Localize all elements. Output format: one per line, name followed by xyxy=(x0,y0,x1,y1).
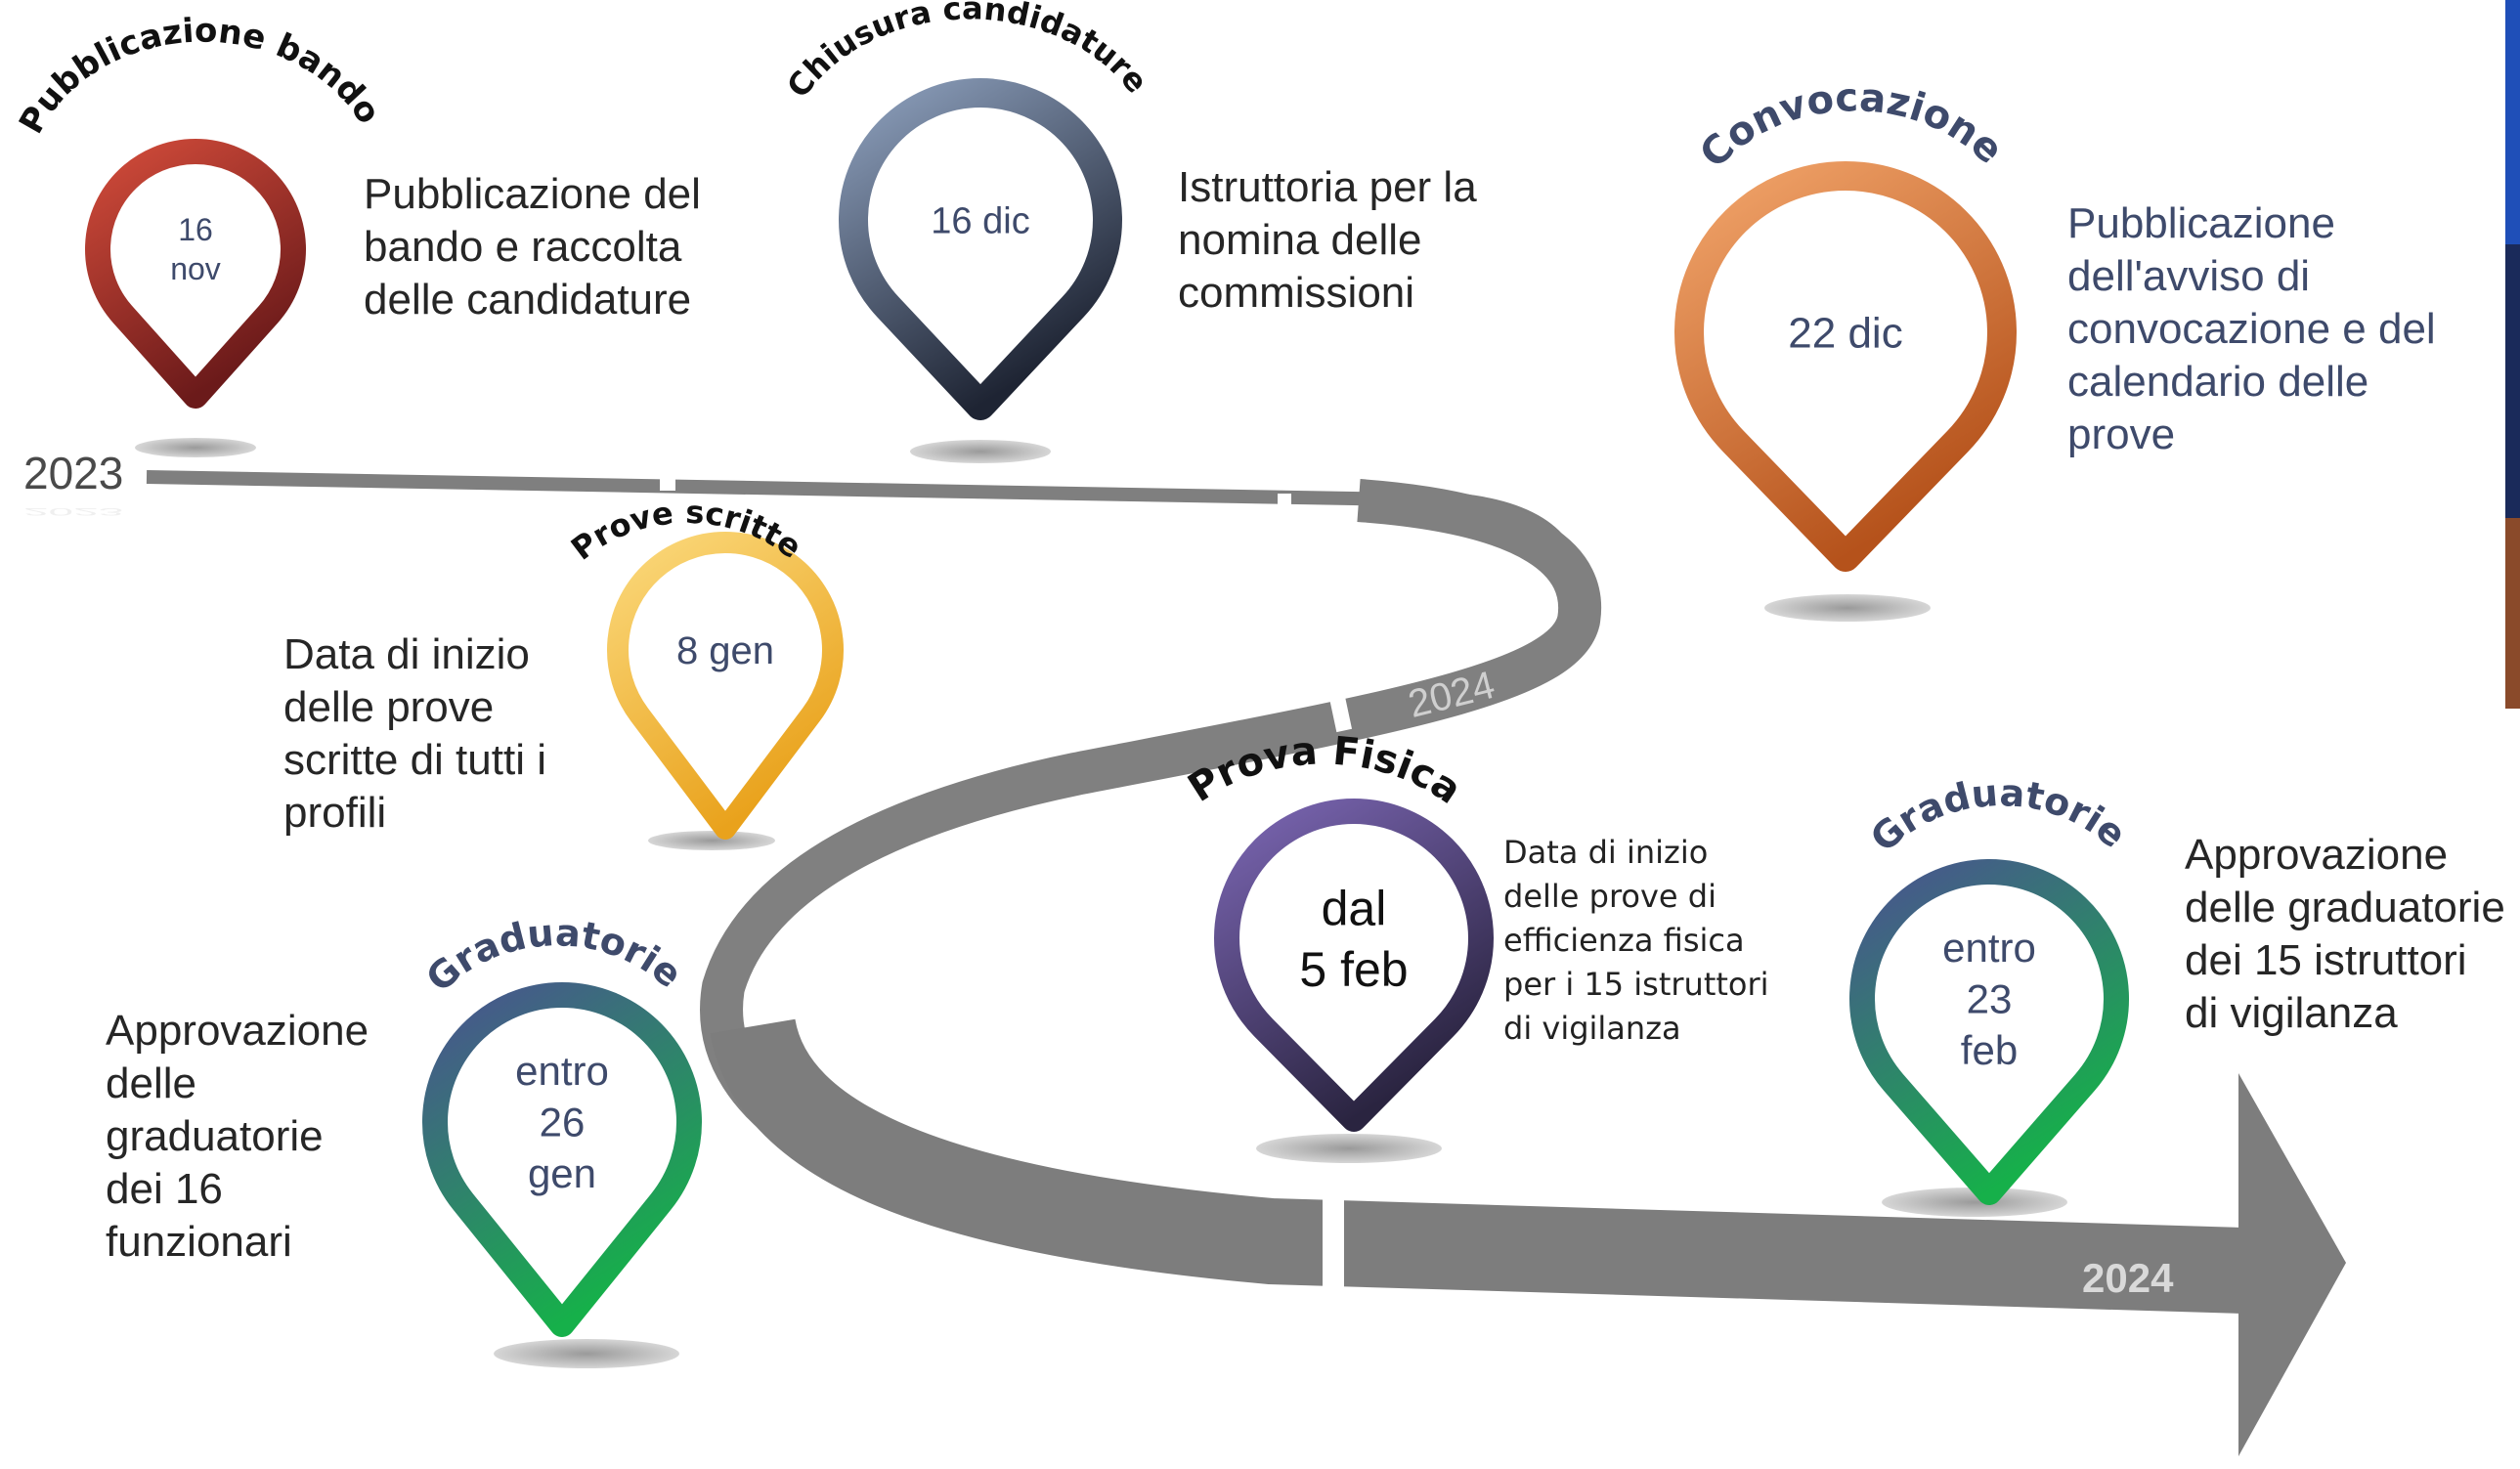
pin-shadow xyxy=(910,440,1051,463)
pin-shadow xyxy=(1882,1188,2067,1217)
pin-marker xyxy=(1674,161,2017,572)
pin-marker xyxy=(1849,859,2129,1205)
pin-marker xyxy=(1214,799,1494,1132)
pin-date: 16 dic xyxy=(931,200,1029,241)
pin-marker xyxy=(839,78,1122,420)
road-wide xyxy=(710,1016,2245,1314)
pin-marker xyxy=(422,982,702,1337)
year-label-end: 2024 xyxy=(2082,1255,2174,1301)
road-gap xyxy=(1278,494,1291,517)
pin-shadow xyxy=(494,1339,679,1368)
year-label-mid: 2024 xyxy=(1404,664,1499,726)
road-gap xyxy=(1325,680,1353,733)
pin-shadow xyxy=(135,438,256,457)
pin-date: 22 dic xyxy=(1788,309,1902,357)
pin-marker xyxy=(607,532,844,840)
arrow-neck xyxy=(2234,1231,2253,1305)
description-graduatorie-funzionari: Approvazione delle graduatorie dei 16 fu… xyxy=(106,1007,369,1266)
pin-shadow xyxy=(1764,594,1931,622)
pin-title: Graduatorie xyxy=(1862,771,2135,860)
description-prova-fisica: Data di inizio delle prove di efficienza… xyxy=(1503,834,1769,1047)
photo-fragment xyxy=(2505,0,2520,709)
description-pubblicazione: Pubblicazione del bando e raccolta delle… xyxy=(364,170,701,324)
road-gap xyxy=(660,469,675,491)
pin-title: Pubblicazione bando xyxy=(12,12,388,141)
timeline-road: 2023 2023 2024 2024 xyxy=(23,448,2346,1456)
pin-shadow xyxy=(1256,1134,1442,1163)
pin-shadow xyxy=(648,831,775,850)
description-chiusura: Istruttoria per la nomina delle commissi… xyxy=(1178,163,1477,317)
description-prove-scritte: Data di inizio delle prove scritte di tu… xyxy=(283,630,546,837)
year-label-start-reflection: 2023 xyxy=(23,505,123,518)
description-graduatorie-istruttori: Approvazione delle graduatorie dei 15 is… xyxy=(2185,831,2505,1037)
year-label-start: 2023 xyxy=(23,448,123,498)
pin-date: 8 gen xyxy=(676,629,774,672)
road-gap xyxy=(1323,1188,1344,1290)
description-convocazione: Pubblicazione dell'avviso di convocazion… xyxy=(2067,199,2436,458)
timeline-arrow-head xyxy=(2238,1073,2346,1456)
pin-marker xyxy=(85,139,306,409)
